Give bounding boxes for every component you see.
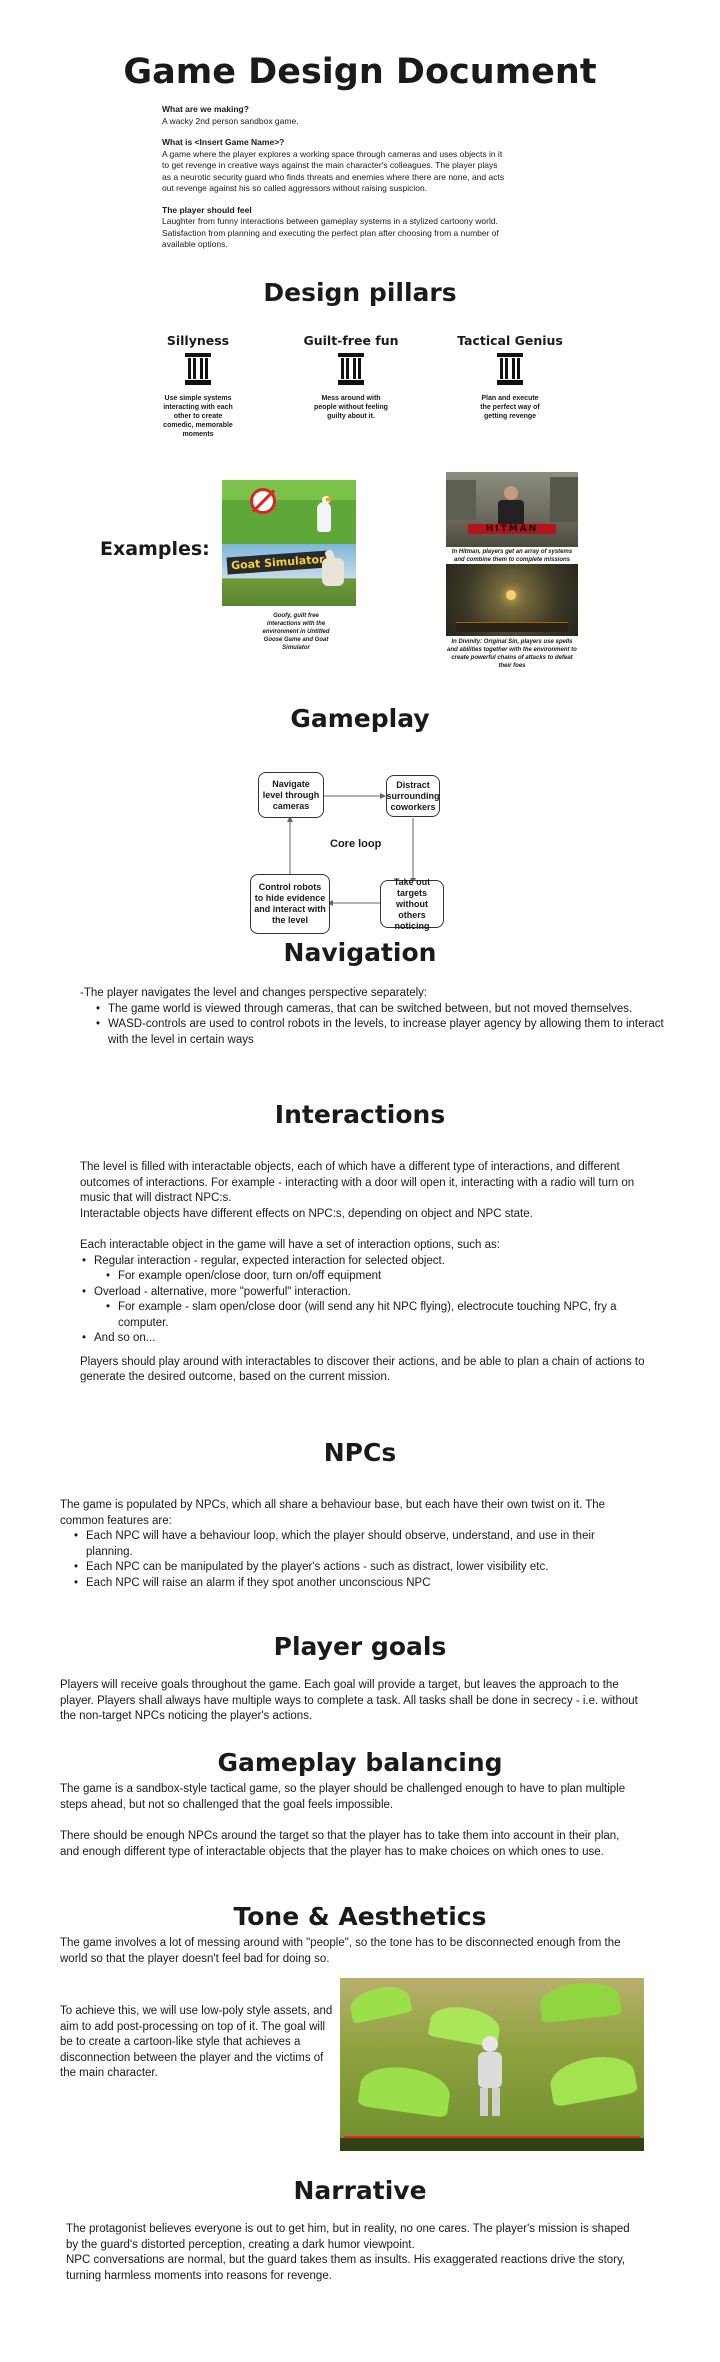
narrative-body: The protagonist believes everyone is out…	[66, 2222, 636, 2284]
npcs-body: The game is populated by NPCs, which all…	[60, 1498, 635, 1591]
interactions-paragraph: Each interactable object in the game wil…	[80, 1239, 500, 1251]
interactions-paragraph: Players should play around with interact…	[80, 1355, 645, 1384]
pillar-description: Mess around with people without feeling …	[314, 395, 388, 420]
pillar-guilt-free-fun: Guilt-free fun Mess around with people w…	[286, 333, 416, 421]
intro-question-feel: The player should feel	[162, 204, 252, 215]
divinity-caption: In Divinity: Original Sin, players use s…	[447, 639, 577, 669]
navigation-heading: Navigation	[283, 938, 437, 967]
low-poly-style-screenshot	[340, 1978, 644, 2151]
loop-node-navigate: Navigate level through cameras	[258, 772, 324, 818]
gameplay-heading: Gameplay	[290, 704, 430, 733]
hitman-caption: In Hitman, players get an array of syste…	[451, 549, 573, 563]
examples-label: Examples:	[100, 538, 210, 560]
intro-section: What are we making?A wacky 2nd person sa…	[162, 104, 507, 261]
narrative-heading: Narrative	[293, 2176, 427, 2205]
player-goals-heading: Player goals	[273, 1632, 447, 1661]
list-item: For example open/close door, turn on/off…	[80, 1269, 665, 1285]
list-item: And so on...	[80, 1331, 665, 1347]
intro-question-what: What are we making?	[162, 104, 249, 114]
list-item: Each NPC will raise an alarm if they spo…	[72, 1576, 635, 1592]
goat-simulator-screenshot: Goat Simulator	[222, 544, 356, 606]
navigation-lead: -The player navigates the level and chan…	[80, 987, 428, 999]
npcs-heading: NPCs	[323, 1438, 397, 1467]
pillar-title: Tactical Genius	[457, 333, 563, 348]
intro-question-game: What is <Insert Game Name>?	[162, 137, 285, 147]
narrative-paragraph: NPC conversations are normal, but the gu…	[66, 2254, 626, 2282]
interactions-paragraph: Interactable objects have different effe…	[80, 1207, 533, 1220]
navigation-body: -The player navigates the level and chan…	[80, 986, 670, 1048]
list-item: Regular interaction - regular, expected …	[80, 1254, 665, 1270]
tone-paragraph: The game involves a lot of messing aroun…	[60, 1937, 621, 1965]
list-item: WASD-controls are used to control robots…	[94, 1017, 670, 1048]
pillar-tactical-genius: Tactical Genius Plan and execute the per…	[445, 333, 575, 421]
pillar-description: Plan and execute the perfect way of gett…	[480, 395, 540, 420]
tone-heading: Tone & Aesthetics	[233, 1902, 487, 1931]
intro-answer-feel: Laughter from funny interactions between…	[162, 216, 499, 249]
loop-node-distract: Distract surrounding coworkers	[386, 775, 440, 817]
hitman-logo: HITMAN	[468, 524, 556, 534]
document-title: Game Design Document	[123, 52, 597, 92]
goose-goat-caption: Goofy, guilt free interactions with the …	[262, 613, 330, 651]
interactions-paragraph: The level is filled with interactable ob…	[80, 1161, 635, 1204]
column-icon	[497, 353, 523, 385]
tone-paragraph: To achieve this, we will use low-poly st…	[60, 2005, 333, 2079]
goat-simulator-logo: Goat Simulator	[226, 550, 330, 575]
list-item: Each NPC can be manipulated by the playe…	[72, 1560, 635, 1576]
loop-node-take-out: Take out targets without others noticing	[380, 877, 444, 931]
player-goals-body: Players will receive goals throughout th…	[60, 1679, 638, 1722]
interactions-body: The level is filled with interactable ob…	[80, 1160, 665, 1386]
core-loop-label: Core loop	[330, 838, 382, 850]
balancing-paragraph: There should be enough NPCs around the t…	[60, 1830, 620, 1858]
column-icon	[185, 353, 211, 385]
balancing-paragraph: The game is a sandbox-style tactical gam…	[60, 1783, 626, 1811]
pillar-title: Sillyness	[166, 333, 230, 348]
narrative-paragraph: The protagonist believes everyone is out…	[66, 2223, 630, 2251]
list-item: Each NPC will have a behaviour loop, whi…	[72, 1529, 635, 1560]
balancing-heading: Gameplay balancing	[217, 1748, 503, 1777]
interactions-heading: Interactions	[274, 1100, 446, 1129]
list-item: Overload - alternative, more "powerful" …	[80, 1285, 665, 1301]
pillar-title: Guilt-free fun	[303, 333, 399, 348]
list-item: The game world is viewed through cameras…	[94, 1002, 670, 1018]
pillars-heading: Design pillars	[263, 278, 457, 307]
divinity-screenshot	[446, 564, 578, 636]
list-item: For example - slam open/close door (will…	[80, 1300, 665, 1331]
column-icon	[338, 353, 364, 385]
loop-node-control-robots: Control robots to hide evidence and inte…	[250, 874, 330, 934]
intro-answer-what: A wacky 2nd person sandbox game.	[162, 115, 299, 126]
hitman-screenshot: HITMAN	[446, 472, 578, 547]
pillar-description: Use simple systems interacting with each…	[163, 395, 233, 438]
balancing-body: The game is a sandbox-style tactical gam…	[60, 1782, 635, 1860]
pillar-sillyness: Sillyness Use simple systems interacting…	[133, 333, 263, 439]
intro-answer-game: A game where the player explores a worki…	[162, 148, 505, 194]
goose-game-screenshot	[222, 480, 356, 544]
npcs-paragraph: The game is populated by NPCs, which all…	[60, 1499, 606, 1527]
